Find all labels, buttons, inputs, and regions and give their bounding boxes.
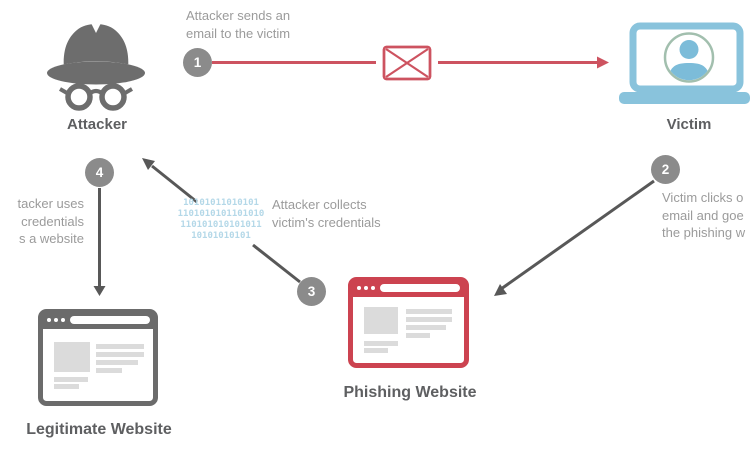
victim-laptop-icon	[619, 22, 750, 104]
hat-crown	[63, 24, 129, 70]
note-line: tacker uses	[17, 196, 84, 211]
avatar-ring	[663, 32, 715, 83]
hat-top-crease	[91, 23, 101, 33]
binary-line: 110101010101011	[180, 220, 262, 230]
step-2-badge: 2	[651, 155, 680, 184]
step-2-note: Victim clicks o email and goe the phishi…	[662, 189, 745, 242]
envelope-icon	[382, 45, 432, 81]
step-3-note: Attacker collects victim's credentials	[272, 196, 381, 231]
hat-band	[59, 61, 133, 69]
step-4-note: tacker uses credentials s a website	[0, 195, 84, 248]
avatar-head	[679, 40, 699, 59]
step-1-note: Attacker sends an email to the victim	[186, 7, 290, 42]
laptop-screen	[629, 22, 744, 93]
hat-brim	[47, 61, 145, 85]
browser-header	[350, 279, 467, 297]
note-line: s a website	[18, 231, 84, 246]
legitimate-website-icon	[38, 309, 158, 406]
note-line: email and goe	[662, 207, 744, 223]
step-1-badge: 1	[183, 48, 212, 77]
phishing-website-icon	[348, 277, 469, 368]
step-1-arrow	[212, 56, 609, 69]
phishing-website-label: Phishing Website	[343, 384, 477, 401]
browser-dots	[357, 286, 375, 290]
browser-address-bar	[380, 284, 460, 292]
step-3-badge: 3	[297, 277, 326, 306]
note-line: Attacker sends an	[186, 8, 291, 23]
binary-line: 1101010101101010	[177, 209, 265, 219]
victim-label: Victim	[666, 116, 712, 133]
note-line: credentials	[21, 213, 84, 229]
attacker-label: Attacker	[66, 116, 128, 133]
binary-line: 10101010101	[191, 231, 251, 241]
browser-address-bar	[70, 316, 150, 324]
browser-content-placeholder	[54, 342, 144, 389]
step-4-arrow	[93, 188, 106, 296]
browser-dots	[47, 318, 65, 322]
avatar-shoulders	[668, 63, 710, 81]
step-4-badge: 4	[85, 158, 114, 187]
browser-header	[40, 311, 156, 329]
note-line: Attacker collects	[272, 197, 367, 212]
step-2-arrow	[494, 179, 655, 296]
note-line: Victim clicks o	[662, 190, 744, 205]
binary-code: 10101011010101 1101010101101010 11010101…	[176, 198, 266, 242]
browser-content-placeholder	[364, 307, 452, 353]
note-line: victim's credentials	[272, 214, 381, 230]
attacker-icon	[47, 23, 145, 111]
laptop-base	[619, 92, 750, 104]
note-line: email to the victim	[186, 25, 291, 41]
note-line: the phishing w	[662, 225, 746, 240]
legitimate-website-label: Legitimate Website	[26, 421, 172, 438]
binary-line: 10101011010101	[183, 198, 259, 208]
spy-glasses	[59, 83, 133, 111]
